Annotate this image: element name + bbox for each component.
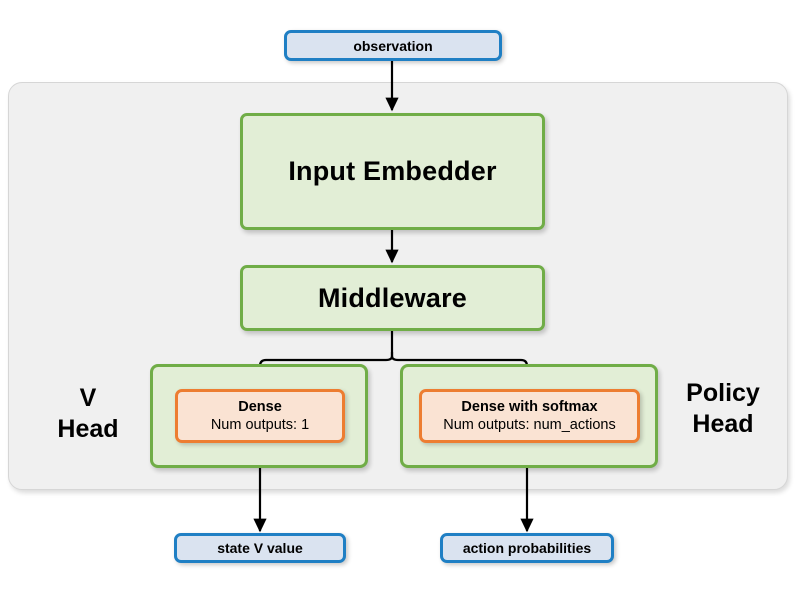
node-state-v-value[interactable]: state V value bbox=[174, 533, 346, 563]
label-policy-head-line1: Policy bbox=[686, 379, 760, 407]
node-input-embedder-label: Input Embedder bbox=[288, 156, 497, 186]
node-state-v-value-label: state V value bbox=[217, 540, 303, 556]
label-v-head: V Head bbox=[42, 383, 134, 444]
node-policy-head-dense[interactable]: Dense with softmax Num outputs: num_acti… bbox=[419, 389, 640, 443]
node-observation[interactable]: observation bbox=[284, 30, 502, 61]
label-v-head-line2: Head bbox=[57, 414, 119, 443]
node-observation-label: observation bbox=[353, 37, 433, 54]
node-v-head-dense[interactable]: Dense Num outputs: 1 bbox=[175, 389, 345, 443]
node-policy-head-dense-subtitle: Num outputs: num_actions bbox=[443, 417, 616, 433]
node-v-head-dense-title: Dense bbox=[238, 398, 282, 415]
node-action-probabilities[interactable]: action probabilities bbox=[440, 533, 614, 563]
label-policy-head: Policy Head bbox=[664, 378, 782, 439]
label-policy-head-line2: Head bbox=[692, 409, 754, 438]
node-input-embedder[interactable]: Input Embedder bbox=[240, 113, 545, 230]
node-middleware-label: Middleware bbox=[317, 282, 468, 313]
label-v-head-line1: V bbox=[79, 384, 97, 412]
node-action-probabilities-label: action probabilities bbox=[462, 540, 592, 556]
node-middleware[interactable]: Middleware bbox=[240, 265, 545, 331]
node-policy-head-dense-title: Dense with softmax bbox=[461, 398, 598, 415]
node-v-head-dense-subtitle: Num outputs: 1 bbox=[210, 417, 310, 433]
